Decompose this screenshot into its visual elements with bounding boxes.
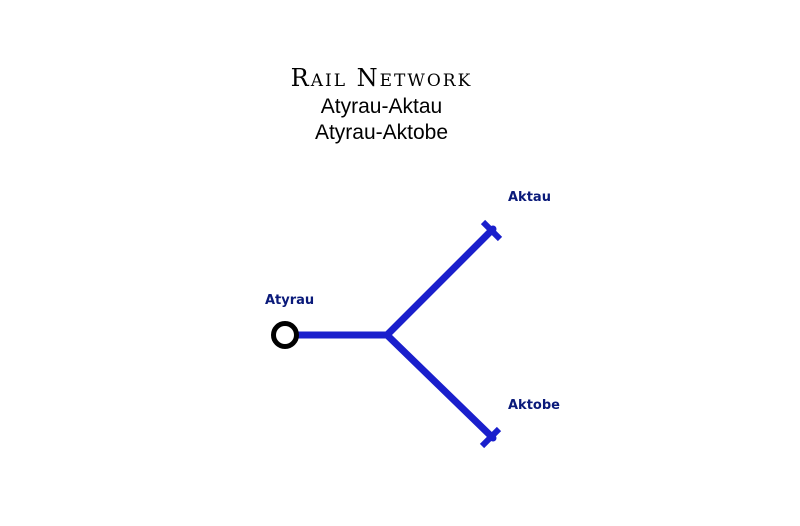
- rail-lines: [297, 225, 497, 442]
- diagram-title: Rail Network: [290, 64, 473, 92]
- station-aktau[interactable]: Aktau: [480, 190, 551, 242]
- station-atyrau[interactable]: Atyrau: [265, 293, 314, 349]
- line-junction-aktobe: [383, 331, 497, 442]
- route-atyrau-aktobe-subtitle: Atyrau-Aktobe: [314, 121, 449, 144]
- title-block: Rail Network Atyrau-Aktau Atyrau-Aktobe: [0, 62, 763, 146]
- atyrau-terminal-icon: [271, 321, 299, 349]
- aktau-label: Aktau: [508, 190, 551, 205]
- route-atyrau-aktau-subtitle: Atyrau-Aktau: [320, 95, 443, 118]
- aktobe-terminal-bar-icon: [479, 426, 502, 449]
- station-aktobe[interactable]: Aktobe: [479, 398, 560, 449]
- line-junction-aktau: [383, 225, 497, 339]
- atyrau-label: Atyrau: [265, 293, 314, 308]
- aktobe-label: Aktobe: [508, 398, 560, 413]
- aktau-terminal-bar-icon: [480, 219, 503, 242]
